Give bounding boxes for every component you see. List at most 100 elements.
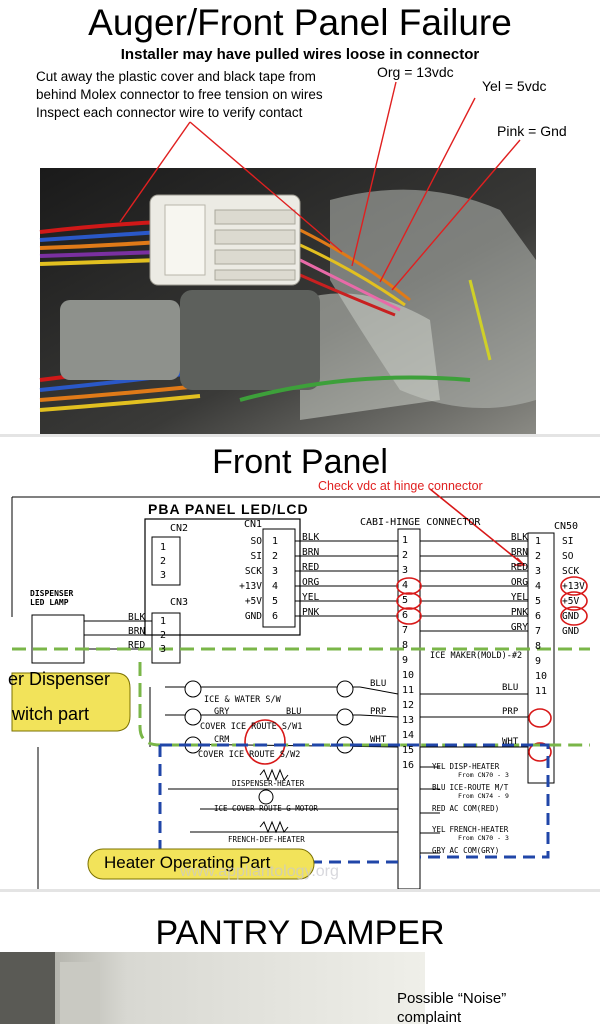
cn1-pin: 1 xyxy=(272,536,279,547)
blu-left-label: BLU xyxy=(370,679,387,689)
cn1-wire: PNK xyxy=(302,607,320,618)
hinge-note-wire: BLU xyxy=(432,783,446,792)
slide-front-panel: Front Panel Check vdc at hinge connector xyxy=(0,437,600,889)
wiring-schematic xyxy=(11,488,600,889)
cn1-signal: +5V xyxy=(244,596,262,607)
cn50-pin: 6 xyxy=(535,611,542,622)
damper-photo xyxy=(0,952,425,1024)
slide-auger-front-panel: Auger/Front Panel Failure Installer may … xyxy=(0,0,600,434)
cn1-pin: 5 xyxy=(272,596,279,607)
cn50-signal: SCK xyxy=(562,566,580,577)
cn50-pin: 5 xyxy=(535,596,542,607)
cn3-wire: RED xyxy=(128,640,146,651)
ice-water-switch-label: ICE & WATER S/W xyxy=(204,695,281,705)
watermark: www.appliantology.org xyxy=(180,863,339,880)
crm-wire-label: CRM xyxy=(214,735,230,745)
slide-title: Auger/Front Panel Failure xyxy=(88,2,512,43)
noise-complaint-note: Possible “Noise” complaint xyxy=(397,990,507,1024)
hinge-pin: 8 xyxy=(402,640,409,651)
cn50-pin: 8 xyxy=(535,641,542,652)
cn1-pin: 2 xyxy=(272,551,279,562)
cn50-signal: SI xyxy=(562,536,574,547)
cn3-pin: 3 xyxy=(160,644,167,655)
connector-photo xyxy=(39,81,536,434)
label-orange-13vdc: Org = 13vdc xyxy=(377,64,454,80)
slide-pantry-damper: PANTRY DAMPER Possible “Noise” complaint xyxy=(0,892,600,1024)
cn1-wire: YEL xyxy=(302,592,320,603)
hinge-note-wire: YEL xyxy=(432,762,446,771)
hinge-pin: 13 xyxy=(402,715,415,726)
hinge-pin: 1 xyxy=(402,535,409,546)
cn50-signal: +5V xyxy=(562,596,580,607)
cover-switch-2-label: COVER ICE ROUTE S/W2 xyxy=(198,750,301,760)
cn1-signal: +13V xyxy=(239,581,262,592)
hinge-pin: 16 xyxy=(402,760,415,771)
hinge-note-text: AC COM(RED) xyxy=(449,804,500,813)
french-def-heater-label: FRENCH-DEF-HEATER xyxy=(228,835,305,844)
heater-operating-part-label: Heater Operating Part xyxy=(104,853,271,872)
hinge-note-sub: From CN70 - 3 xyxy=(458,771,509,779)
ice-cover-motor-label: ICE COVER ROUTE G-MOTOR xyxy=(214,804,318,813)
label-yellow-5vdc: Yel = 5vdc xyxy=(482,78,547,94)
hinge-note-sub: From CN70 - 3 xyxy=(458,834,509,842)
cn3-pin: 1 xyxy=(160,616,167,627)
blu-right-label: BLU xyxy=(502,683,519,693)
cn2-pin: 3 xyxy=(160,570,167,581)
cn50-pin: 10 xyxy=(535,671,548,682)
cn3-wire: BRN xyxy=(128,626,146,637)
cn1-wire: ORG xyxy=(302,577,320,588)
hinge-pin: 9 xyxy=(402,655,409,666)
cn50-label: CN50 xyxy=(554,521,579,532)
cn3-pin-list: 1 2 3 xyxy=(160,615,166,657)
cn1-wire: BLK xyxy=(302,532,320,543)
cn50-wire: BRN xyxy=(510,547,528,558)
hinge-note-wire: YEL xyxy=(432,825,446,834)
cn2-label: CN2 xyxy=(170,523,189,534)
gry-wire-label: GRY xyxy=(214,707,230,717)
cn50-signal: GND xyxy=(562,611,580,622)
hinge-pin: 4 xyxy=(402,580,409,591)
cn1-label: CN1 xyxy=(244,519,263,530)
cn50-signal: +13V xyxy=(562,581,585,592)
hinge-pin: 3 xyxy=(402,565,409,576)
cn50-signal: GND xyxy=(562,626,580,637)
cn50-pin: 2 xyxy=(535,551,542,562)
cn50-wire: GRY xyxy=(510,622,528,633)
hinge-callout: Check vdc at hinge connector xyxy=(318,479,483,493)
cn50-wire: PNK xyxy=(510,607,528,618)
cn2-pin: 1 xyxy=(160,542,167,553)
cn50-pin: 4 xyxy=(535,581,542,592)
cn1-signal: SCK xyxy=(244,566,262,577)
hinge-note-wire: GRY xyxy=(432,846,446,855)
cn50-pin: 7 xyxy=(535,626,542,637)
slide-title: Front Panel xyxy=(212,443,388,481)
cn1-pin: 3 xyxy=(272,566,279,577)
cn50-wire: ORG xyxy=(510,577,528,588)
cn2-pin: 2 xyxy=(160,556,167,567)
cn50-signal: SO xyxy=(562,551,574,562)
cabi-hinge-title: CABI-HINGE CONNECTOR xyxy=(360,517,481,528)
cn50-wire: RED xyxy=(510,562,528,573)
hinge-pin: 6 xyxy=(402,610,409,621)
cn1-wire: RED xyxy=(302,562,320,573)
cn2-pin-list: 1 2 3 xyxy=(160,541,166,583)
pba-panel-title: PBA PANEL LED/LCD xyxy=(148,501,309,517)
cn50-wire: YEL xyxy=(510,592,528,603)
cn1-wire: BRN xyxy=(302,547,320,558)
cn1-wire-list: BLK BRN RED ORG YEL PNK xyxy=(302,530,319,620)
cn50-wire: BLK xyxy=(510,532,528,543)
wht-left-label: WHT xyxy=(370,735,387,745)
hinge-pin: 2 xyxy=(402,550,409,561)
hinge-note-text: AC COM(GRY) xyxy=(449,846,500,855)
cn3-pin: 2 xyxy=(160,630,167,641)
cn3-wire: BLK xyxy=(128,612,146,623)
slide-divider xyxy=(0,434,600,437)
